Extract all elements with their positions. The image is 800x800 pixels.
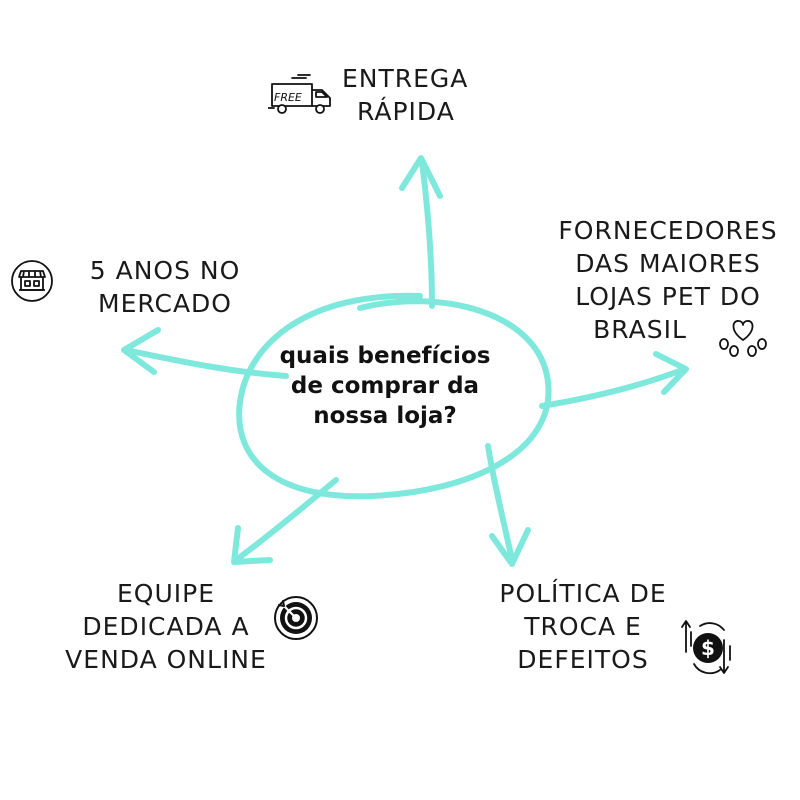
label-line: RÁPIDA — [357, 97, 455, 126]
label-equipe: EQUIPE DEDICADA A VENDA ONLINE — [40, 577, 292, 676]
label-line: DEFEITOS — [517, 645, 649, 674]
label-line: TROCA E — [524, 612, 642, 641]
svg-text:$: $ — [701, 636, 715, 660]
label-line: 5 ANOS NO — [89, 256, 241, 285]
arrow-equipe — [231, 477, 339, 565]
label-fornecedores: FORNECEDORES DAS MAIORES LOJAS PET DO BR… — [543, 214, 793, 346]
arrow-politica — [485, 443, 531, 567]
label-line: MERCADO — [98, 289, 232, 318]
label-line: VENDA ONLINE — [65, 645, 267, 674]
label-entrega: ENTREGA RÁPIDA — [342, 62, 468, 128]
free-delivery-truck-icon: FREE — [267, 74, 334, 118]
central-question: quais benefícios de comprar da nossa loj… — [255, 341, 515, 431]
label-line: DAS MAIORES — [575, 249, 761, 278]
center-ellipse — [236, 292, 552, 500]
free-text: FREE — [274, 91, 302, 104]
target-icon — [272, 594, 320, 642]
label-politica: POLÍTICA DE TROCA E DEFEITOS — [488, 577, 678, 676]
arrow-entrega — [399, 155, 443, 309]
label-line: LOJAS PET DO — [575, 282, 761, 311]
label-line: ENTREGA — [342, 64, 469, 93]
arrow-fornecedores — [539, 351, 689, 409]
central-question-line: nossa loja? — [313, 403, 457, 429]
arrow-anos — [121, 327, 289, 379]
storefront-icon — [10, 259, 54, 303]
label-line: BRASIL — [593, 315, 687, 344]
label-line: DEDICADA A — [82, 612, 250, 641]
label-anos: 5 ANOS NO MERCADO — [60, 254, 270, 320]
label-line: EQUIPE — [116, 579, 216, 608]
money-exchange-icon: $ — [680, 612, 740, 682]
central-question-line: quais benefícios — [279, 343, 491, 369]
central-question-line: de comprar da — [290, 373, 480, 399]
heart-paw-icon — [716, 316, 770, 360]
label-line: POLÍTICA DE — [499, 579, 667, 608]
label-line: FORNECEDORES — [558, 216, 778, 245]
